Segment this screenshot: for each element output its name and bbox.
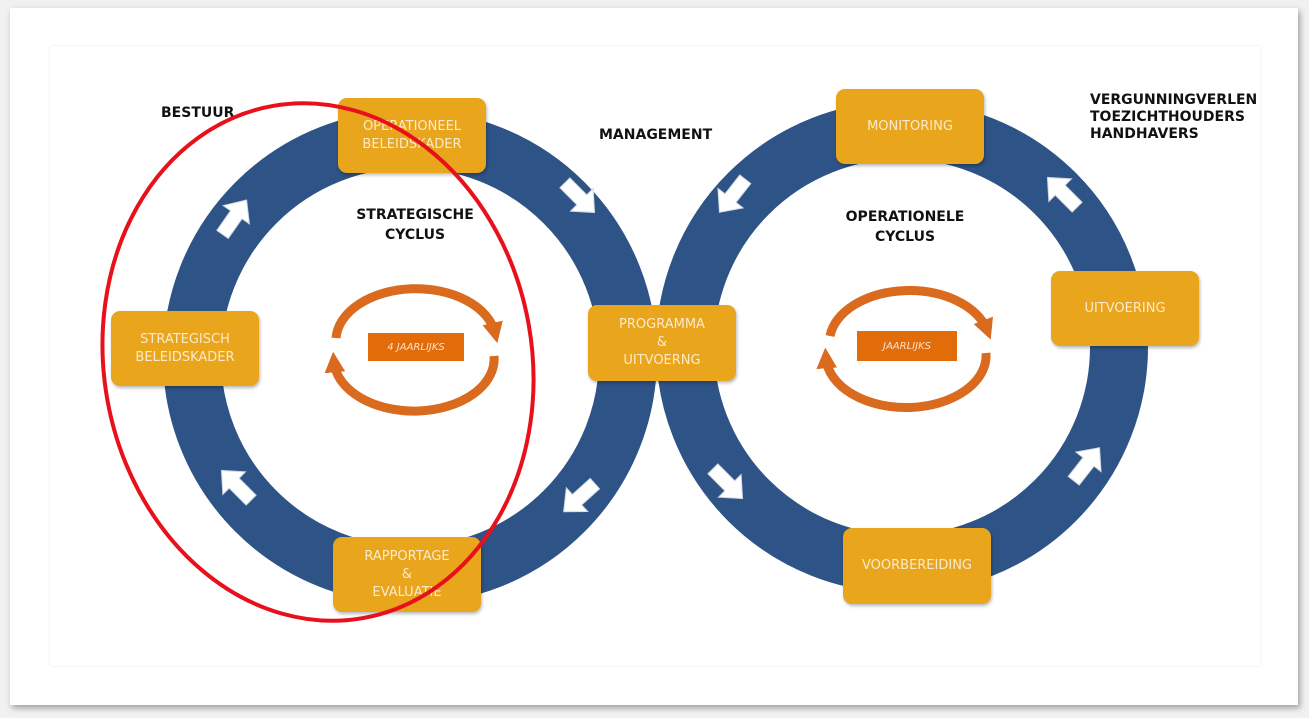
box-line: UITVOERNG [623,353,701,368]
box-line: RAPPORTAGE [364,548,450,564]
uitvoering-box: UITVOERING [1051,271,1199,346]
arrow-icon [1067,447,1102,486]
arrow-icon [559,177,596,214]
arrow-icon [1046,176,1083,213]
rapportage-evaluatie-box: RAPPORTAGE & EVALUATIE [333,537,481,612]
box-line: EVALUATIE [372,584,442,600]
box-line: VOORBEREIDING [861,558,973,573]
box-line: OPERATIONEEL [362,118,462,134]
programma-uitvoering-box: PROGRAMMA & UITVOERNG [588,305,736,381]
role-line: HANDHAVERS [1090,126,1199,142]
right-cycle-title-line2: CYCLUS [874,229,936,245]
management-label: MANAGEMENT [599,127,713,143]
role-line: TOEZICHTHOUDERS [1090,109,1245,125]
arrow-icon [717,174,752,213]
box-line: BELEIDSKADER [135,349,235,365]
left-cycle-title-line1: STRATEGISCHE [356,207,474,223]
bestuur-label: BESTUUR [161,105,235,121]
right-cycle-title-line1: OPERATIONELE [845,209,965,225]
arrow-icon [563,477,601,513]
box-line: & [401,566,413,582]
monitoring-box: MONITORING [836,89,984,164]
operationeel-beleidskader-box: OPERATIONEEL BELEIDSKADER [338,98,486,173]
roles-label: VERGUNNINGVERLEN TOEZICHTHOUDERS HANDHAV… [1090,92,1257,143]
role-line: VERGUNNINGVERLEN [1090,92,1258,108]
voorbereiding-box: VOORBEREIDING [843,528,991,604]
strategisch-beleidskader-box: STRATEGISCH BELEIDSKADER [111,311,259,386]
box-line: STRATEGISCH [140,331,230,347]
cycle-arrows-icon [816,286,993,413]
right-cycle-title: OPERATIONELE CYCLUS [815,207,995,247]
box-line: & [656,335,668,350]
box-line: UITVOERING [1084,300,1166,316]
left-cycle-title-line2: CYCLUS [384,227,446,243]
box-line: PROGRAMMA [619,317,705,332]
left-frequency-tag: 4 JAARLIJKS [368,333,464,361]
box-line: BELEIDSKADER [362,136,462,152]
left-cycle-title: STRATEGISCHE CYCLUS [330,205,500,245]
right-frequency-tag: JAARLIJKS [857,331,957,361]
arrow-icon [707,463,744,500]
box-line: MONITORING [867,118,953,134]
